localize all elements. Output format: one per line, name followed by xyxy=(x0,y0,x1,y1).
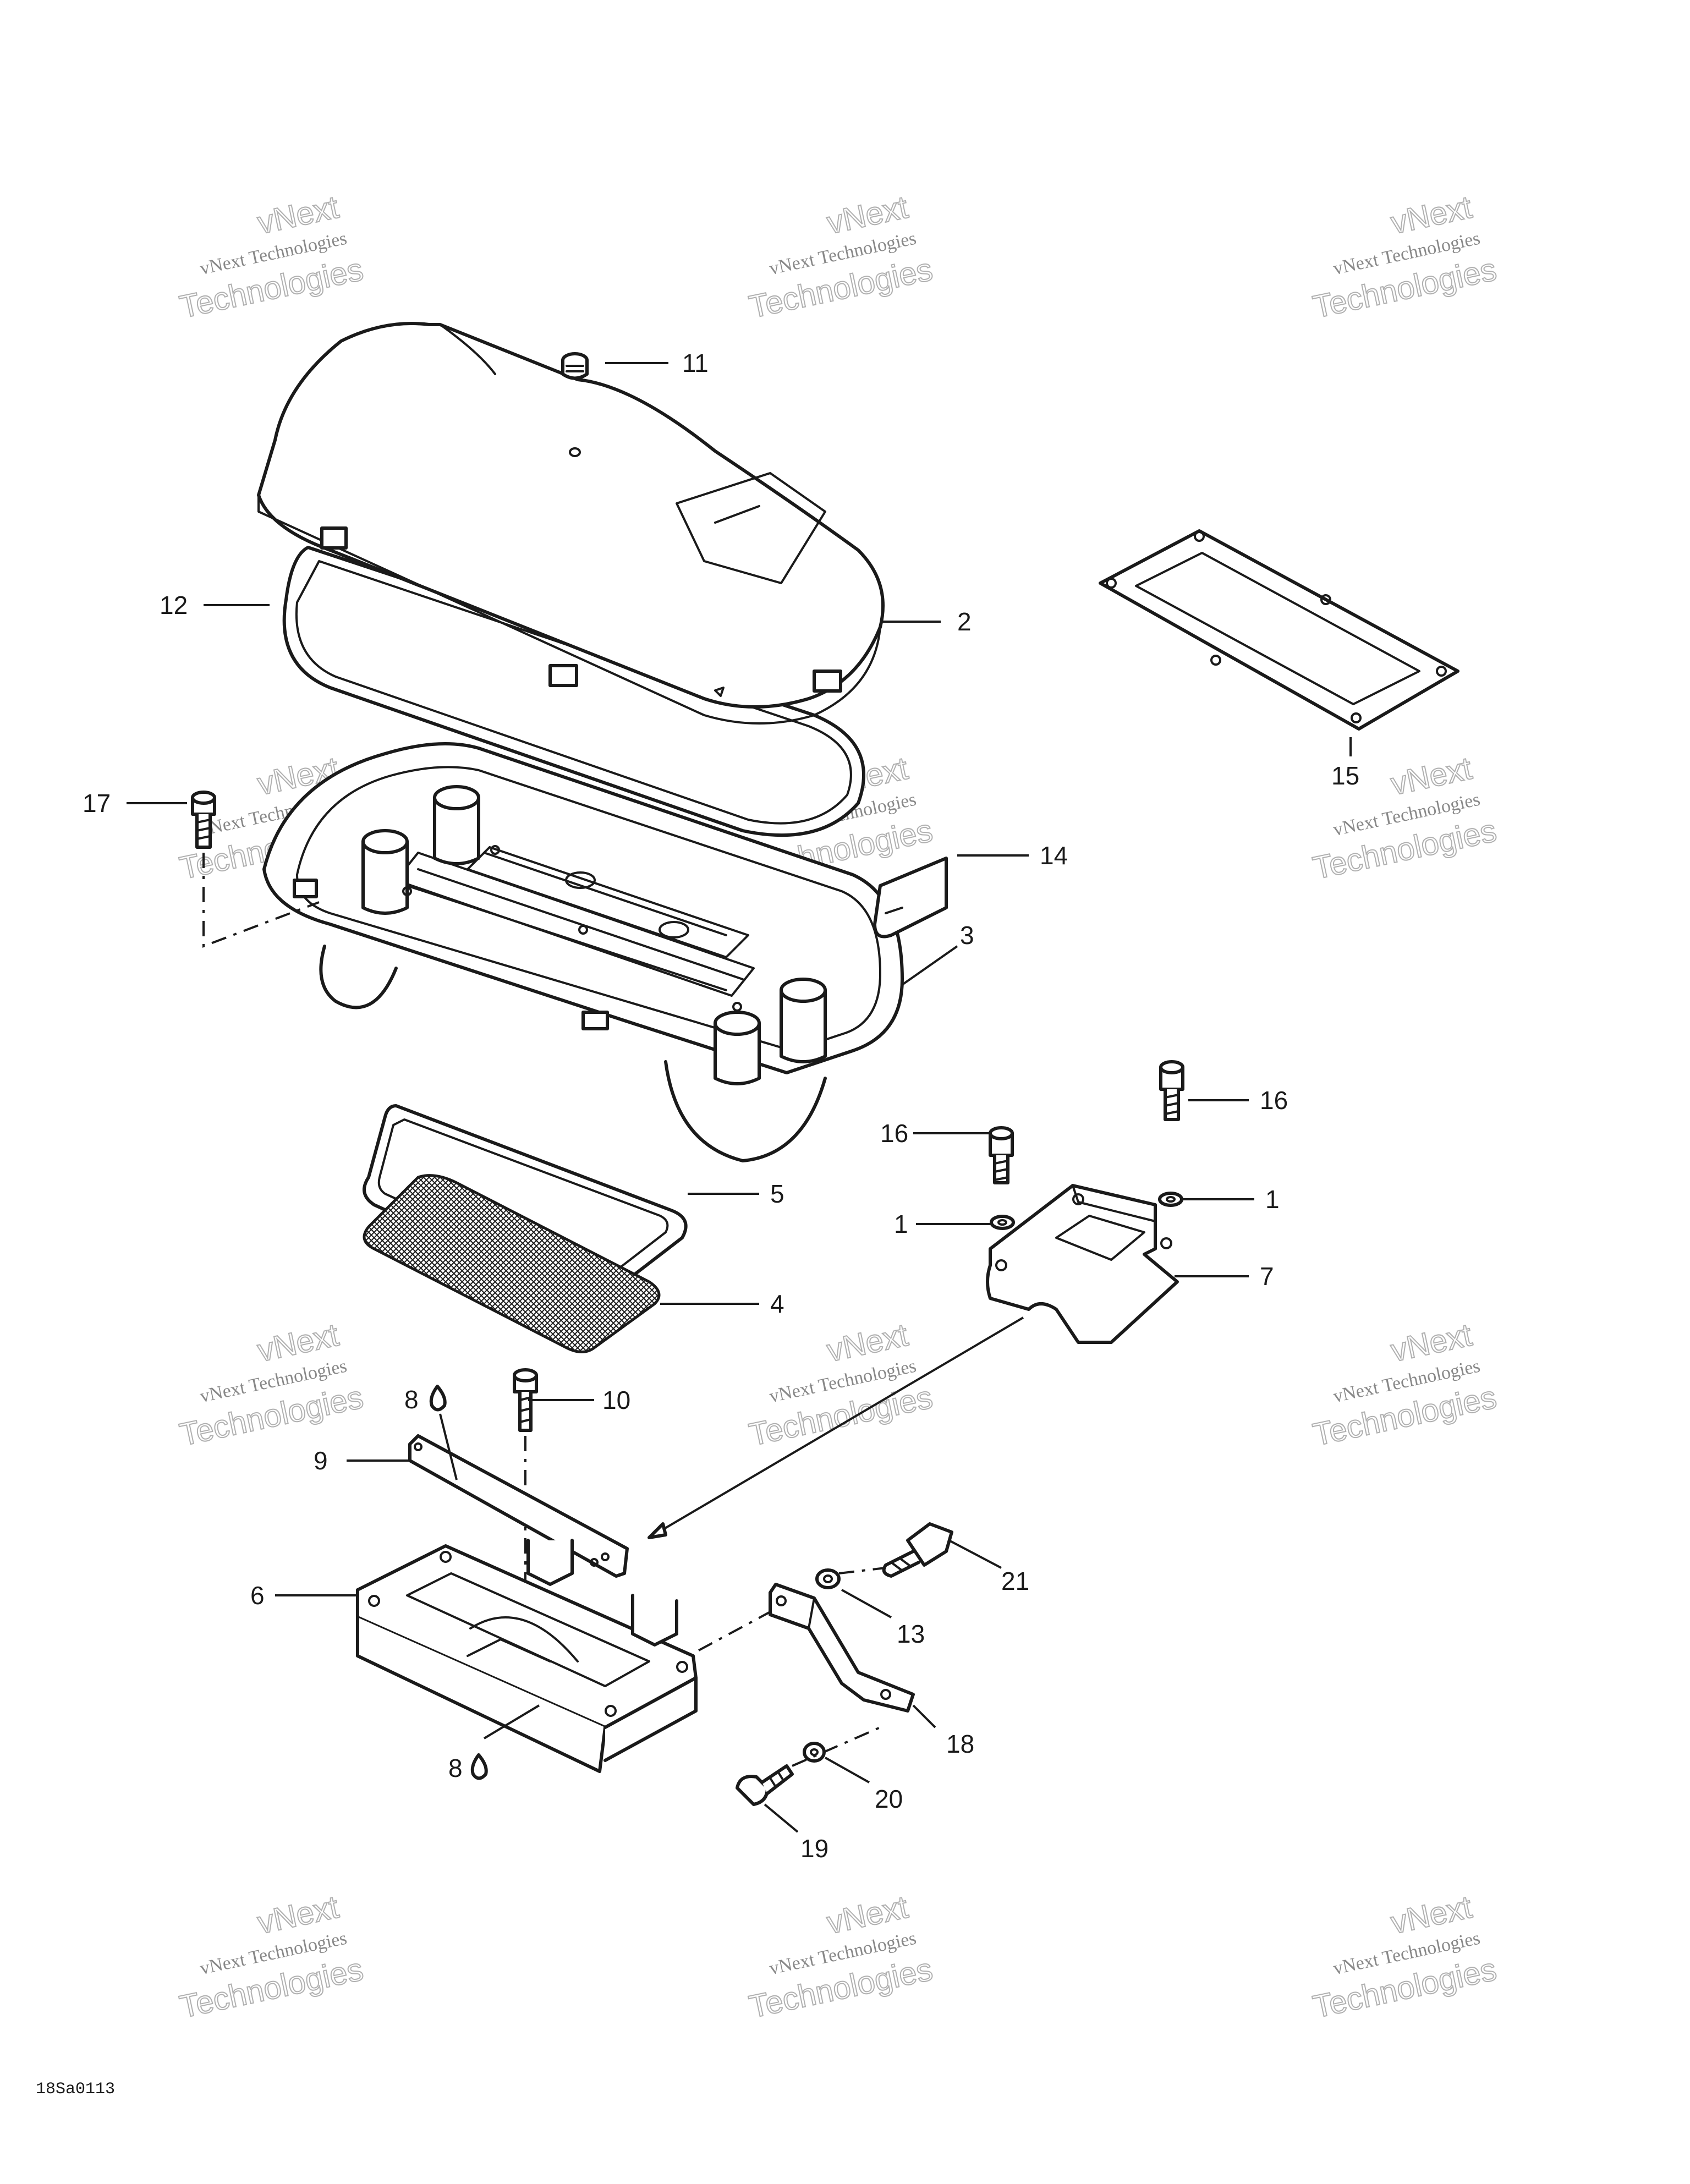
callout-1-left: 1 xyxy=(894,1210,908,1238)
callout-12: 12 xyxy=(160,591,188,619)
callout-8-top: 8 xyxy=(404,1385,419,1414)
leader-lines xyxy=(127,362,1352,1833)
watermark: vNext vNext Technologies Technologies xyxy=(1309,1889,1500,2026)
callout-8-bottom: 8 xyxy=(448,1754,463,1782)
callout-4: 4 xyxy=(770,1289,784,1318)
sealant-drop-icon xyxy=(429,1385,447,1412)
watermark: vNext vNext Technologies Technologies xyxy=(176,1889,367,2026)
callout-21: 21 xyxy=(1001,1567,1029,1595)
part-screw-21 xyxy=(882,1522,953,1578)
callout-7: 7 xyxy=(1260,1262,1274,1291)
assembly-line-19 xyxy=(792,1726,881,1767)
part-bracket-18 xyxy=(769,1583,915,1713)
drawing-code: 18Sa0113 xyxy=(36,2080,115,2099)
sealant-drop-icon xyxy=(470,1753,488,1780)
part-bolt-16-left xyxy=(989,1126,1014,1184)
watermark: vNext vNext Technologies Technologies xyxy=(745,1316,936,1453)
callout-9: 9 xyxy=(314,1446,328,1475)
part-bolt-17 xyxy=(191,791,216,849)
part-adaptor-6 xyxy=(356,1539,698,1773)
callout-16-right: 16 xyxy=(1260,1086,1288,1115)
part-air-box-base-3 xyxy=(262,742,904,1162)
part-washer-1-left xyxy=(990,1215,1015,1230)
watermark: vNext vNext Technologies Technologies xyxy=(176,189,367,326)
callout-11: 11 xyxy=(682,349,709,377)
callout-2: 2 xyxy=(957,607,972,636)
callout-5: 5 xyxy=(770,1179,784,1208)
part-washer-1-right xyxy=(1158,1192,1183,1207)
watermark: vNext vNext Technologies Technologies xyxy=(745,189,936,326)
assembly-line-18 xyxy=(698,1611,771,1651)
part-mesh-filter-4 xyxy=(363,1174,661,1353)
callout-10: 10 xyxy=(602,1386,630,1414)
part-gasket-plate-15 xyxy=(1099,529,1459,731)
part-grommet-11 xyxy=(561,352,589,380)
watermark: vNext vNext Technologies Technologies xyxy=(176,1316,367,1453)
callout-14: 14 xyxy=(1040,841,1068,870)
assembly-line-17 xyxy=(202,853,320,948)
callout-1-right: 1 xyxy=(1265,1185,1280,1214)
assembly-arrow xyxy=(648,1316,1024,1539)
watermark: vNext vNext Technologies Technologies xyxy=(745,1889,936,2026)
watermark: vNext vNext Technologies Technologies xyxy=(1309,189,1500,326)
callout-15: 15 xyxy=(1331,761,1359,790)
part-air-box-cover-2 xyxy=(257,322,885,725)
part-bolt-10 xyxy=(513,1368,538,1432)
watermark: vNext vNext Technologies Technologies xyxy=(1309,750,1500,887)
part-washer-13 xyxy=(815,1568,841,1589)
callout-3: 3 xyxy=(960,921,974,950)
part-gasket-12 xyxy=(282,546,865,837)
callout-19: 19 xyxy=(800,1834,828,1863)
callout-labels: 11 12 2 15 17 14 3 5 4 16 16 1 1 7 8 10 … xyxy=(83,349,1359,1863)
arrowhead xyxy=(648,1522,667,1539)
part-clip-14 xyxy=(873,857,948,939)
watermark: vNext vNext Technologies Technologies xyxy=(1309,1316,1500,1453)
part-bracket-7 xyxy=(986,1184,1179,1344)
callout-13: 13 xyxy=(897,1620,925,1648)
part-screw-19 xyxy=(736,1764,794,1806)
part-bolt-16-right xyxy=(1159,1060,1184,1121)
assembly-line-21 xyxy=(838,1567,886,1574)
callout-18: 18 xyxy=(946,1730,974,1758)
part-washer-20 xyxy=(803,1742,826,1763)
callout-16-left: 16 xyxy=(880,1119,908,1148)
callout-20: 20 xyxy=(875,1785,903,1813)
callout-6: 6 xyxy=(250,1581,265,1610)
callout-17: 17 xyxy=(83,789,111,817)
watermarks: vNext vNext Technologies Technologies vN… xyxy=(176,189,1500,2026)
